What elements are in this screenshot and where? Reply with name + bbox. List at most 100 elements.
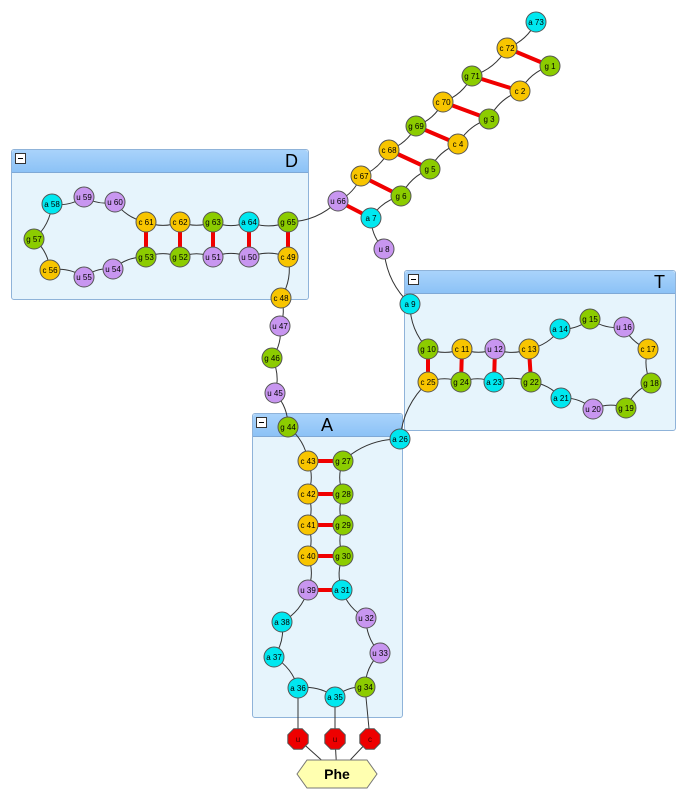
nucleotide-g53[interactable]: g 53 [135, 246, 157, 268]
nucleotide-c4[interactable]: c 4 [447, 133, 469, 155]
nucleotide-c56[interactable]: c 56 [39, 259, 61, 281]
nucleotide-a37[interactable]: a 37 [263, 646, 285, 668]
nucleotide-g71[interactable]: g 71 [461, 65, 483, 87]
collapse-a-button[interactable] [256, 417, 267, 428]
nucleotide-a35[interactable]: a 35 [324, 686, 346, 708]
nucleotide-g44[interactable]: g 44 [277, 416, 299, 438]
nucleotide-a9[interactable]: a 9 [399, 293, 421, 315]
nucleotide-circle [169, 211, 191, 233]
nucleotide-label: u 55 [76, 273, 92, 282]
nucleotide-u59[interactable]: u 59 [73, 186, 95, 208]
nucleotide-g29[interactable]: g 29 [332, 514, 354, 536]
nucleotide-a58[interactable]: a 58 [41, 193, 63, 215]
nucleotide-u54[interactable]: u 54 [102, 258, 124, 280]
nucleotide-label: c 4 [453, 140, 464, 149]
nucleotide-u20[interactable]: u 20 [582, 398, 604, 420]
nucleotide-c72[interactable]: c 72 [496, 37, 518, 59]
modification-node[interactable]: c [359, 728, 381, 750]
collapse-d-button[interactable] [15, 153, 26, 164]
nucleotide-label: c 61 [138, 218, 154, 227]
nucleotide-u12[interactable]: u 12 [484, 338, 506, 360]
nucleotide-c17[interactable]: c 17 [637, 338, 659, 360]
nucleotide-u32[interactable]: u 32 [355, 607, 377, 629]
nucleotide-c48[interactable]: c 48 [270, 287, 292, 309]
nucleotide-g18[interactable]: g 18 [640, 372, 662, 394]
nucleotide-a64[interactable]: a 64 [238, 211, 260, 233]
nucleotide-u47[interactable]: u 47 [269, 315, 291, 337]
nucleotide-c41[interactable]: c 41 [297, 514, 319, 536]
nucleotide-label: a 7 [365, 214, 377, 223]
nucleotide-g3[interactable]: g 3 [478, 108, 500, 130]
nucleotide-g28[interactable]: g 28 [332, 483, 354, 505]
nucleotide-circle [461, 65, 483, 87]
nucleotide-a21[interactable]: a 21 [550, 387, 572, 409]
panel-a-title: A [321, 415, 334, 435]
nucleotide-g57[interactable]: g 57 [23, 228, 45, 250]
nucleotide-circle [297, 514, 319, 536]
nucleotide-label: c 2 [515, 87, 526, 96]
modification-node[interactable]: u [287, 728, 309, 750]
nucleotide-c11[interactable]: c 11 [451, 338, 473, 360]
nucleotide-u8[interactable]: u 8 [373, 238, 395, 260]
nucleotide-u16[interactable]: u 16 [613, 316, 635, 338]
nucleotide-a14[interactable]: a 14 [549, 318, 571, 340]
nucleotide-circle [520, 371, 542, 393]
nucleotide-c62[interactable]: c 62 [169, 211, 191, 233]
nucleotide-u50[interactable]: u 50 [238, 246, 260, 268]
nucleotide-a38[interactable]: a 38 [271, 611, 293, 633]
nucleotide-circle [23, 228, 45, 250]
nucleotide-label: a 21 [553, 394, 569, 403]
nucleotide-c13[interactable]: c 13 [518, 338, 540, 360]
nucleotide-g1[interactable]: g 1 [539, 55, 561, 77]
nucleotide-g46[interactable]: g 46 [261, 347, 283, 369]
nucleotide-u66[interactable]: u 66 [327, 190, 349, 212]
nucleotide-g15[interactable]: g 15 [579, 308, 601, 330]
nucleotide-a26[interactable]: a 26 [389, 428, 411, 450]
nucleotide-u55[interactable]: u 55 [73, 266, 95, 288]
nucleotide-u45[interactable]: u 45 [264, 382, 286, 404]
nucleotide-u60[interactable]: u 60 [104, 191, 126, 213]
nucleotide-g10[interactable]: g 10 [417, 338, 439, 360]
nucleotide-g5[interactable]: g 5 [419, 158, 441, 180]
nucleotide-g34[interactable]: g 34 [354, 676, 376, 698]
nucleotide-g24[interactable]: g 24 [450, 371, 472, 393]
nucleotide-g22[interactable]: g 22 [520, 371, 542, 393]
nucleotide-a31[interactable]: a 31 [331, 579, 353, 601]
nucleotide-c42[interactable]: c 42 [297, 483, 319, 505]
nucleotide-g52[interactable]: g 52 [169, 246, 191, 268]
nucleotide-label: g 65 [280, 218, 296, 227]
nucleotide-g65[interactable]: g 65 [277, 211, 299, 233]
nucleotide-u51[interactable]: u 51 [202, 246, 224, 268]
nucleotide-g19[interactable]: g 19 [615, 397, 637, 419]
nucleotide-circle [389, 428, 411, 450]
nucleotide-label: a 37 [266, 653, 282, 662]
nucleotide-a7[interactable]: a 7 [360, 207, 382, 229]
nucleotide-c2[interactable]: c 2 [509, 80, 531, 102]
nucleotide-a73[interactable]: a 73 [525, 11, 547, 33]
nucleotide-a23[interactable]: a 23 [483, 371, 505, 393]
nucleotide-c61[interactable]: c 61 [135, 211, 157, 233]
nucleotide-u39[interactable]: u 39 [297, 579, 319, 601]
nucleotide-label: c 11 [455, 345, 470, 354]
nucleotide-label: g 46 [264, 354, 280, 363]
nucleotide-label: u 32 [358, 614, 374, 623]
nucleotide-circle [582, 398, 604, 420]
nucleotide-g30[interactable]: g 30 [332, 545, 354, 567]
nucleotide-g6[interactable]: g 6 [390, 185, 412, 207]
nucleotide-c68[interactable]: c 68 [378, 139, 400, 161]
nucleotide-c49[interactable]: c 49 [277, 246, 299, 268]
nucleotide-circle [264, 382, 286, 404]
nucleotide-g69[interactable]: g 69 [405, 115, 427, 137]
nucleotide-c67[interactable]: c 67 [350, 165, 372, 187]
nucleotide-c40[interactable]: c 40 [297, 545, 319, 567]
nucleotide-label: u 59 [76, 193, 92, 202]
modification-node[interactable]: u [324, 728, 346, 750]
nucleotide-g27[interactable]: g 27 [332, 450, 354, 472]
nucleotide-g63[interactable]: g 63 [202, 211, 224, 233]
nucleotide-u33[interactable]: u 33 [369, 642, 391, 664]
collapse-t-button[interactable] [408, 274, 419, 285]
nucleotide-c43[interactable]: c 43 [297, 450, 319, 472]
nucleotide-c70[interactable]: c 70 [432, 91, 454, 113]
nucleotide-a36[interactable]: a 36 [287, 677, 309, 699]
nucleotide-c25[interactable]: c 25 [417, 371, 439, 393]
